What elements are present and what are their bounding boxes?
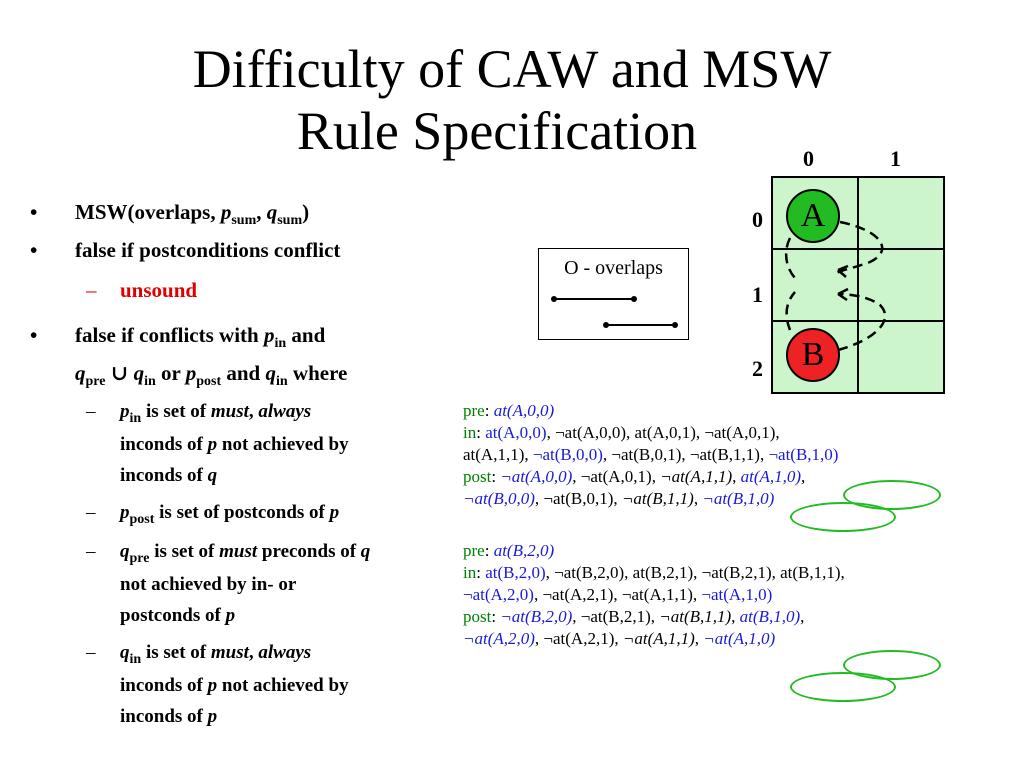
highlight-oval-a-post-neg [790, 502, 896, 532]
sub-bullet-q-in: – qin is set of must, always inconds of … [30, 637, 470, 732]
rule-term: ¬at(A,0,0) [500, 467, 573, 486]
cell-0-1 [857, 176, 945, 250]
legend-title: O - overlaps [564, 257, 663, 279]
dash-marker: – [86, 502, 96, 523]
rule-term: at(A,0,0) [485, 423, 547, 442]
rule-term: ¬at(A,1,0) [703, 629, 776, 648]
bullet-msw: • MSW(overlaps, psum, qsum) [30, 200, 310, 228]
rule-term: , ¬at(B,0,1), [534, 489, 622, 508]
rule-term: , ¬at(B,2,0), at(B,2,1), ¬at(B,2,1), at(… [545, 563, 845, 582]
rule-term: ¬at(A,1,1) [622, 629, 695, 648]
dash-marker: – [86, 541, 96, 562]
rule-term: , [694, 629, 704, 648]
agent-b-circle: B [786, 328, 840, 382]
rule-term: , ¬at(A,2,1), ¬at(A,1,1), [533, 585, 702, 604]
rule-term: at(A,1,0) [740, 467, 802, 486]
highlight-oval-b-post-neg [790, 672, 896, 702]
rule-term: ¬at(B,1,1) [621, 489, 694, 508]
row-label-1: 1 [752, 282, 763, 307]
rule-b-in-line-1: in: at(B,2,0), ¬at(B,2,0), at(B,2,1), ¬a… [463, 563, 845, 582]
rule-term: , [693, 489, 703, 508]
rule-a-pre: pre: at(A,0,0) [463, 401, 555, 420]
rule-term: , [732, 467, 741, 486]
rule-term: ¬at(B,1,1) [659, 607, 732, 626]
rule-term: ¬at(B,0,0) [463, 489, 535, 508]
rule-term: at(B,1,0) [739, 607, 801, 626]
rule-b-post-line-2: ¬at(A,2,0), ¬at(A,2,1), ¬at(A,1,1), ¬at(… [463, 628, 1023, 650]
col-label-0: 0 [803, 146, 814, 171]
rule-term: , [801, 467, 806, 486]
bullet-dot: • [30, 238, 38, 262]
rule-term: ¬at(B,1,0) [702, 489, 775, 508]
title-line-2: Rule Specification [296, 101, 698, 161]
slide-title: Difficulty of CAW and MSW Rule Specifica… [0, 38, 1024, 162]
rule-term: , [731, 607, 740, 626]
rule-term: , ¬at(A,0,1), [572, 467, 661, 486]
row-label-2: 2 [752, 356, 763, 381]
rule-term: ¬at(B,0,0) [532, 445, 603, 464]
bullet-list: • MSW(overlaps, psum, qsum) • false if p… [30, 200, 470, 732]
rule-term: ¬at(A,1,0) [701, 585, 773, 604]
rule-term: at(B,2,0) [485, 563, 546, 582]
rule-b-post-line-1: post: ¬at(B,2,0), ¬at(B,2,1), ¬at(B,1,1)… [463, 607, 805, 626]
row-label-0: 0 [752, 207, 763, 232]
rule-a-post-line-1: post: ¬at(A,0,0), ¬at(A,0,1), ¬at(A,1,1)… [463, 467, 806, 486]
highlight-oval-b-post [843, 650, 941, 680]
sub-bullet-p-post: – ppost is set of postconds of p [30, 497, 470, 530]
overlaps-legend: O - overlaps [538, 248, 689, 340]
sub-bullet-q-pre: – qpre is set of must preconds of q not … [30, 536, 470, 631]
interval-1-start [551, 296, 557, 302]
rule-a-in-line-1: in: at(A,0,0), ¬at(A,0,0), at(A,0,1), ¬a… [463, 423, 780, 442]
highlight-oval-a-post [843, 480, 941, 510]
dash-marker: – [86, 278, 97, 302]
rule-term: at(A,1,1), [463, 445, 533, 464]
bullet-unsound: – unsound [86, 278, 198, 302]
interval-1-end [631, 296, 637, 302]
rule-term: ¬at(B,1,0) [768, 445, 839, 464]
interval-2-end [672, 322, 678, 328]
rule-specifications: pre: at(A,0,0) in: at(A,0,0), ¬at(A,0,0)… [463, 400, 1023, 650]
sub-bullet-p-in: – pin is set of must, always inconds of … [30, 396, 470, 491]
dash-marker: – [86, 642, 96, 663]
bullet-false-postconditions: • false if postconditions conflict [30, 238, 341, 262]
cell-1-1 [857, 248, 945, 322]
rule-term: ¬at(A,2,0) [463, 585, 534, 604]
rule-term: , [800, 607, 805, 626]
bullet-dot: • [30, 200, 38, 224]
bullet-dot: • [30, 323, 38, 347]
rule-a-post-line-2: ¬at(B,0,0), ¬at(B,0,1), ¬at(B,1,1), ¬at(… [463, 488, 1023, 510]
rule-term: ¬at(B,2,0) [500, 607, 573, 626]
overlap-intervals [551, 296, 678, 328]
rule-term: ¬at(A,2,0) [463, 629, 535, 648]
rule-term: , ¬at(B,2,1), [572, 607, 660, 626]
interval-2-start [603, 322, 609, 328]
rule-term: , ¬at(A,2,1), [534, 629, 623, 648]
rule-term: , ¬at(A,0,0), at(A,0,1), ¬at(A,0,1), [546, 423, 780, 442]
rule-term: ¬at(A,1,1) [660, 467, 733, 486]
rule-a-in-line-2: at(A,1,1), ¬at(B,0,0), ¬at(B,0,1), ¬at(B… [463, 444, 1023, 466]
rule-term: , ¬at(B,0,1), ¬at(B,1,1), [602, 445, 769, 464]
agent-a-circle: A [786, 189, 840, 243]
bullet-false-conflicts: • false if conflicts with pin and qpre ∪… [30, 318, 470, 394]
rule-b-in-line-2: ¬at(A,2,0), ¬at(A,2,1), ¬at(A,1,1), ¬at(… [463, 584, 1023, 606]
cell-1-0 [771, 248, 859, 322]
title-line-1: Difficulty of CAW and MSW [192, 39, 832, 99]
col-label-1: 1 [890, 146, 901, 171]
dash-marker: – [86, 401, 96, 422]
cell-2-1 [857, 320, 945, 394]
rule-b-pre: pre: at(B,2,0) [463, 541, 555, 560]
